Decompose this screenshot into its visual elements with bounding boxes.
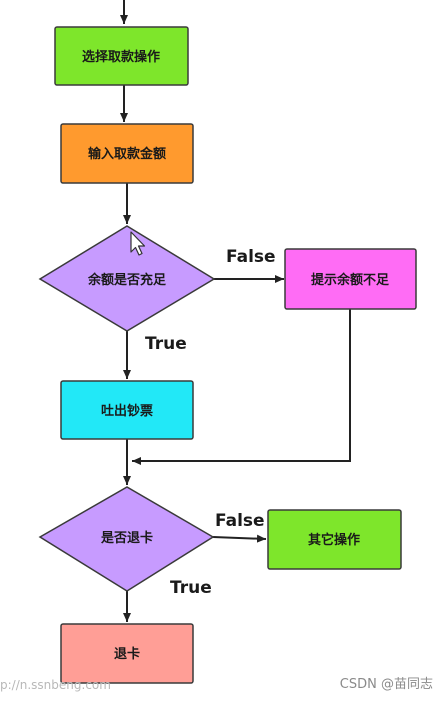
node-dispense-cash: 吐出钞票 xyxy=(60,380,194,440)
node-eject-card-label: 退卡 xyxy=(114,646,140,662)
node-select-withdraw-label: 选择取款操作 xyxy=(82,49,160,65)
decision-balance-check-shape xyxy=(38,225,216,332)
edge-label-balance-true: True xyxy=(145,334,187,354)
connectors xyxy=(120,0,351,622)
node-eject-card: 退卡 xyxy=(60,623,194,684)
decision-eject-card-shape xyxy=(38,486,215,592)
edge-label-eject-true: True xyxy=(170,578,212,598)
decision-balance-check-label: 余额是否充足 xyxy=(87,272,167,288)
node-other-operations-shape xyxy=(267,509,402,570)
decision-eject-card: 是否退卡 xyxy=(38,486,215,592)
node-input-amount-label: 输入取款金额 xyxy=(88,146,166,162)
node-input-amount-shape xyxy=(60,123,194,184)
node-input-amount: 输入取款金额 xyxy=(60,123,194,184)
edge-label-balance-false: False xyxy=(226,247,276,267)
edge-label-eject-false: False xyxy=(215,511,265,531)
node-select-withdraw-shape xyxy=(54,26,189,86)
node-other-operations: 其它操作 xyxy=(267,509,402,570)
node-dispense-cash-shape xyxy=(60,380,194,440)
decision-balance-check: 余额是否充足 xyxy=(38,225,216,332)
node-insufficient-balance: 提示余额不足 xyxy=(284,248,417,310)
mouse-cursor-icon xyxy=(130,231,146,256)
node-eject-card-shape xyxy=(60,623,194,684)
node-other-operations-label: 其它操作 xyxy=(308,532,360,548)
node-insufficient-balance-label: 提示余额不足 xyxy=(311,272,390,288)
faded-site-watermark: p://n.ssnbeng.com xyxy=(0,678,111,692)
edge-insufficient-merge xyxy=(132,309,351,465)
node-select-withdraw: 选择取款操作 xyxy=(54,26,189,86)
node-dispense-cash-label: 吐出钞票 xyxy=(101,403,153,419)
node-insufficient-balance-shape xyxy=(284,248,417,310)
edge-eject-false xyxy=(212,534,267,543)
decision-eject-card-label: 是否退卡 xyxy=(100,530,153,546)
csdn-watermark: CSDN @苗同志 xyxy=(339,677,433,692)
